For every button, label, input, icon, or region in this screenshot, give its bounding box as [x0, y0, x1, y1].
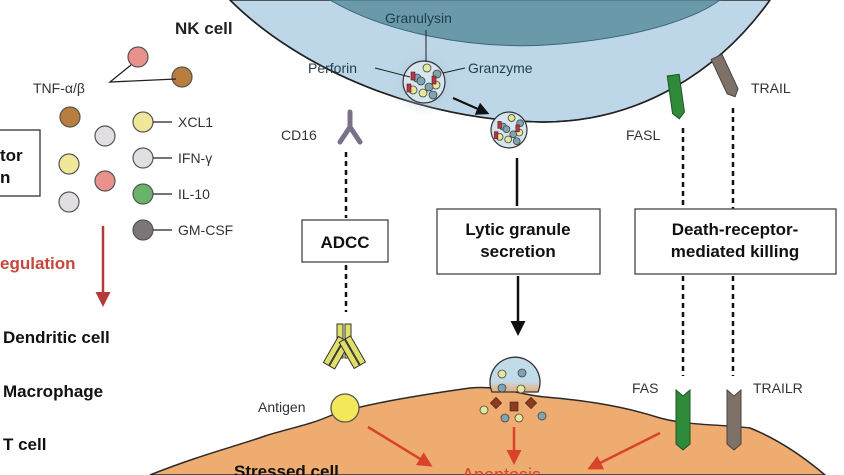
regulator-box-line2: n [0, 168, 10, 187]
lytic-granule-membrane [490, 111, 528, 149]
legend-label: IL-10 [178, 186, 210, 202]
granule-molecule [504, 135, 512, 144]
apoptosis-arrow-death [587, 431, 661, 470]
target-t-cell: T cell [3, 435, 46, 454]
perforin-molecule [494, 131, 499, 139]
cytokine-dot [58, 191, 80, 213]
adcc-label: ADCC [320, 233, 369, 252]
fas-label: FAS [632, 380, 658, 396]
legend-label: XCL1 [178, 114, 213, 130]
tnf-alpha-molecule [127, 46, 149, 68]
perforin-molecule [406, 83, 412, 93]
adcc-box [301, 219, 389, 263]
tnf-label: TNF-α/β [33, 80, 85, 96]
lytic-label-line2: secretion [480, 242, 556, 261]
cytokine-dot [59, 106, 81, 128]
fas-receptor-icon [675, 388, 691, 451]
released-molecule [514, 413, 524, 423]
nk-nucleus [329, 0, 721, 47]
trailr-receptor-icon [726, 388, 742, 451]
legend-swatch [132, 219, 154, 241]
nk-cell-title: NK cell [175, 19, 233, 38]
cd16-label: CD16 [281, 127, 317, 143]
granzyme-molecule [489, 396, 503, 410]
target-macrophage: Macrophage [3, 382, 103, 401]
regulator-box-line1: tor [0, 146, 23, 165]
apoptosis-arrow-adcc [367, 425, 433, 467]
antigen-molecule [330, 393, 360, 423]
fusing-granule [489, 356, 541, 393]
granzyme-pointer [442, 67, 466, 74]
lytic-granule-box [436, 208, 601, 275]
antigen-label: Antigen [258, 399, 305, 415]
apoptosis-label: Apoptosis [462, 465, 541, 475]
trailr-label: TRAILR [753, 380, 803, 396]
granule-molecule [422, 63, 432, 73]
granzyme-label: Granzyme [468, 60, 533, 76]
perforin-molecule [410, 71, 416, 81]
perforin-pointer [374, 67, 411, 78]
granule-molecule [517, 368, 527, 378]
trail-label: TRAIL [751, 80, 791, 96]
target-dendritic-cell: Dendritic cell [3, 328, 110, 347]
granule-molecule [428, 90, 438, 100]
legend-item: XCL1 [132, 111, 213, 133]
released-molecule [500, 413, 510, 423]
granule-molecule [497, 383, 507, 393]
death-receptor-box [634, 208, 837, 275]
legend-swatch [132, 111, 154, 133]
granule-transport-arrow [452, 96, 490, 115]
granule-molecule [424, 82, 434, 92]
granule-molecule [497, 369, 507, 379]
antibody-icon [322, 323, 367, 370]
death-label-line1: Death-receptor- [672, 220, 799, 239]
granzyme-molecule [524, 396, 538, 410]
granulysin-label: Granulysin [385, 10, 452, 26]
tnf-pointer-lines [108, 64, 177, 83]
perforin-molecule [497, 121, 502, 129]
trail-ligand-icon [710, 53, 739, 98]
lytic-label-line1: Lytic granule [465, 220, 570, 239]
legend-item: IL-10 [132, 183, 210, 205]
granule-molecule [509, 130, 518, 139]
perforin-molecule [431, 75, 437, 85]
perforin-molecule [509, 401, 519, 412]
legend-item: IFN-γ [132, 147, 212, 169]
fasl-receptor-icon [666, 73, 685, 120]
legend-label: IFN-γ [178, 150, 212, 166]
nk-cell-membrane-left [229, 0, 771, 123]
cytokine-dot [94, 170, 116, 192]
cytokine-dot [58, 153, 80, 175]
legend-swatch [132, 147, 154, 169]
legend-item: GM-CSF [132, 219, 233, 241]
legend-label: GM-CSF [178, 222, 233, 238]
granule-molecule [502, 125, 511, 133]
granule-molecule [416, 76, 426, 86]
released-granule-contents [479, 368, 547, 423]
granule-molecule [418, 88, 428, 98]
perforin-molecule [515, 124, 520, 133]
granule-molecule [507, 114, 516, 122]
stressed-cell-title: Stressed cell [234, 462, 339, 475]
regulator-box [0, 129, 41, 197]
fasl-label: FASL [626, 127, 660, 143]
cd16-receptor-icon [337, 109, 363, 145]
legend-swatch [132, 183, 154, 205]
cytokine-dot [94, 125, 116, 147]
death-label-line2: mediated killing [671, 242, 799, 261]
regulation-label: egulation [0, 254, 76, 273]
released-molecule [479, 405, 489, 415]
granule-molecule [512, 137, 521, 145]
tnf-beta-molecule [171, 66, 193, 88]
released-molecule [537, 411, 547, 421]
perforin-label: Perforin [308, 60, 357, 76]
lytic-granule [402, 60, 446, 104]
granule-molecule [516, 384, 526, 394]
